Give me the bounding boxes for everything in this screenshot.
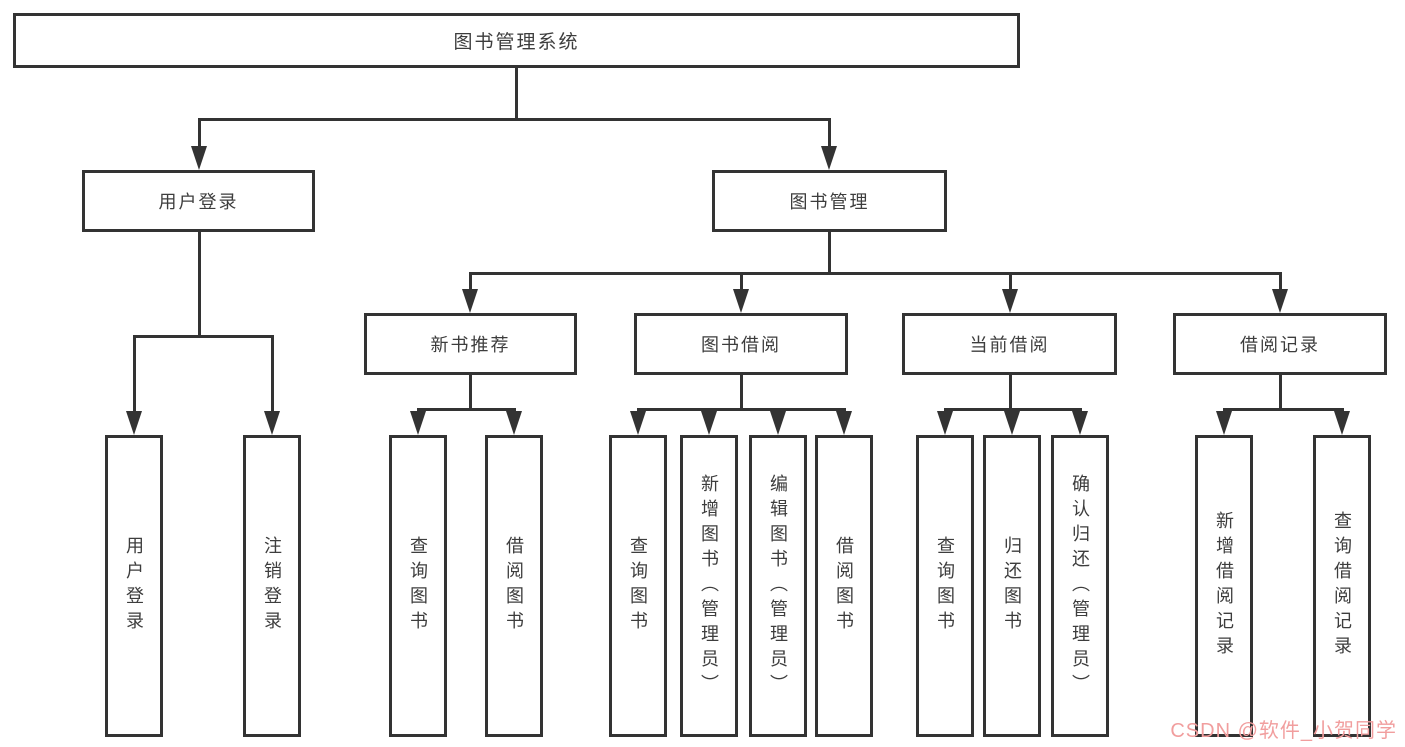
leaf-query-books-borrow: 查询图书 xyxy=(609,435,667,737)
leaf-borrow-books: 借阅图书 xyxy=(815,435,873,737)
leaf-label: 查询图书 xyxy=(408,536,428,636)
connector-vline xyxy=(198,232,201,338)
connector-vline xyxy=(828,118,831,164)
leaf-edit-books-admin: 编辑图书（管理员） xyxy=(749,435,807,737)
leaf-confirm-return-admin: 确认归还（管理员） xyxy=(1051,435,1109,737)
leaf-label: 用户登录 xyxy=(124,536,144,636)
leaf-label: 查询图书 xyxy=(628,536,648,636)
leaf-label: 查询图书 xyxy=(935,536,955,636)
node-label: 借阅记录 xyxy=(1240,335,1320,355)
leaf-query-books-newbook: 查询图书 xyxy=(389,435,447,737)
leaf-label: 新增图书（管理员） xyxy=(699,473,719,699)
connector-vline xyxy=(740,375,743,411)
leaf-borrow-books-newbook: 借阅图书 xyxy=(485,435,543,737)
connector-hline xyxy=(198,118,830,121)
connector-hline xyxy=(637,408,846,411)
leaf-label: 确认归还（管理员） xyxy=(1070,473,1090,699)
connector-hline xyxy=(133,335,274,338)
node-borrowing-records: 借阅记录 xyxy=(1173,313,1387,375)
connector-vline xyxy=(1009,272,1012,305)
node-label: 图书管理系统 xyxy=(453,32,580,53)
arrowhead-down xyxy=(462,289,478,313)
leaf-label: 查询借阅记录 xyxy=(1332,511,1352,661)
connector-vline xyxy=(469,272,472,305)
node-current-borrowing: 当前借阅 xyxy=(902,313,1117,375)
connector-vline xyxy=(1009,375,1012,411)
connector-hline xyxy=(1223,408,1344,411)
arrowhead-down xyxy=(1002,289,1018,313)
arrowhead-down xyxy=(1072,411,1088,435)
arrowhead-down xyxy=(1216,411,1232,435)
arrowhead-down xyxy=(733,289,749,313)
leaf-query-books-current: 查询图书 xyxy=(916,435,974,737)
arrowhead-down xyxy=(1334,411,1350,435)
arrowhead-down xyxy=(264,411,280,435)
node-label: 图书借阅 xyxy=(701,335,781,355)
arrowhead-down xyxy=(937,411,953,435)
leaf-label: 归还图书 xyxy=(1002,536,1022,636)
connector-vline xyxy=(515,67,518,120)
connector-vline xyxy=(271,335,274,427)
leaf-logout: 注销登录 xyxy=(243,435,301,737)
connector-hline xyxy=(469,272,1282,275)
leaf-label: 新增借阅记录 xyxy=(1214,511,1234,661)
leaf-add-books-admin: 新增图书（管理员） xyxy=(680,435,738,737)
connector-hline xyxy=(417,408,516,411)
arrowhead-down xyxy=(126,411,142,435)
connector-vline xyxy=(1279,375,1282,411)
arrowhead-down xyxy=(410,411,426,435)
connector-vline xyxy=(740,272,743,305)
node-book-management: 图书管理 xyxy=(712,170,947,232)
connector-vline xyxy=(1279,272,1282,305)
leaf-add-borrow-record: 新增借阅记录 xyxy=(1195,435,1253,737)
leaf-label: 编辑图书（管理员） xyxy=(768,473,788,699)
arrowhead-down xyxy=(506,411,522,435)
node-label: 当前借阅 xyxy=(969,335,1050,355)
leaf-query-borrow-record: 查询借阅记录 xyxy=(1313,435,1371,737)
arrowhead-down xyxy=(770,411,786,435)
node-label: 新书推荐 xyxy=(430,335,511,355)
leaf-user-login: 用户登录 xyxy=(105,435,163,737)
node-new-book-recommend: 新书推荐 xyxy=(364,313,577,375)
node-book-borrowing: 图书借阅 xyxy=(634,313,848,375)
arrowhead-down xyxy=(1272,289,1288,313)
arrowhead-down xyxy=(821,146,837,170)
node-label: 图书管理 xyxy=(789,192,870,212)
node-user-login: 用户登录 xyxy=(82,170,315,232)
node-label: 用户登录 xyxy=(158,192,239,212)
arrowhead-down xyxy=(701,411,717,435)
leaf-label: 借阅图书 xyxy=(504,536,524,636)
arrowhead-down xyxy=(1004,411,1020,435)
connector-vline xyxy=(828,232,831,275)
leaf-return-books: 归还图书 xyxy=(983,435,1041,737)
leaf-label: 注销登录 xyxy=(262,536,282,636)
arrowhead-down xyxy=(630,411,646,435)
leaf-label: 借阅图书 xyxy=(834,536,854,636)
connector-vline xyxy=(133,335,136,427)
arrowhead-down xyxy=(191,146,207,170)
connector-vline xyxy=(469,375,472,411)
connector-vline xyxy=(198,118,201,164)
node-library-management-system: 图书管理系统 xyxy=(13,13,1020,68)
arrowhead-down xyxy=(836,411,852,435)
